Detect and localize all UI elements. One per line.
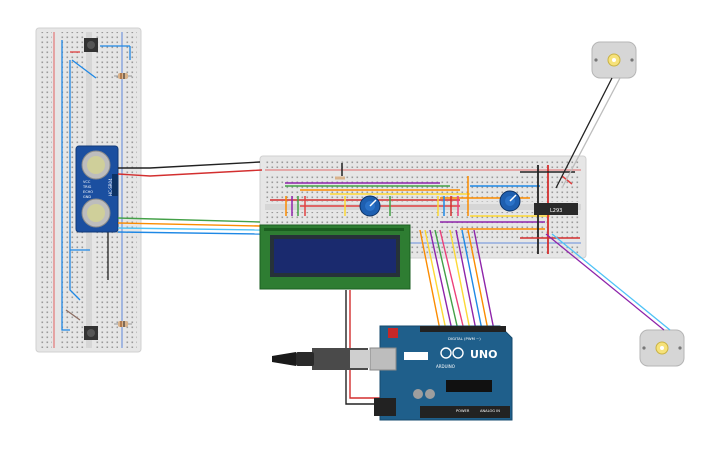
capacitor-2 — [425, 389, 435, 399]
analog-header-label: ANALOG IN — [480, 409, 500, 413]
wires-motors — [545, 77, 671, 331]
digital-header — [420, 326, 506, 332]
ultrasonic-sensor: VCC TRIG ECHO GND HC-SR04 — [75, 145, 119, 233]
chip-label: L293 — [550, 208, 562, 214]
pin-label-gnd: GND — [83, 195, 91, 199]
dc-motor-icon — [639, 329, 685, 367]
atmega-chip — [446, 380, 492, 392]
arduino-infinity-logo — [440, 347, 464, 359]
usb-chip — [404, 352, 428, 360]
potentiometer-left[interactable] — [359, 195, 381, 217]
dc-barrel-jack[interactable] — [374, 398, 396, 416]
pin-label-vcc: VCC — [83, 180, 91, 184]
usb-port[interactable] — [369, 347, 397, 371]
power-header-label: POWER — [456, 409, 470, 413]
wires-vertical-board — [61, 40, 131, 331]
push-button-top[interactable] — [84, 38, 98, 52]
digital-header-label: DIGITAL (PWM ~) — [448, 336, 481, 341]
motor-driver-chip: L293 — [534, 203, 578, 215]
wires-sensor-to-board — [117, 161, 263, 235]
lcd-display — [259, 224, 411, 290]
pin-label-echo: ECHO — [83, 190, 93, 194]
arduino-logo-text: UNO — [470, 348, 498, 361]
resistor-bottom — [114, 321, 132, 327]
resistor-top — [114, 73, 132, 79]
push-button-bottom[interactable] — [84, 326, 98, 340]
reset-button[interactable] — [388, 328, 398, 338]
arduino-uno-board: DIGITAL (PWM ~) UNO ARDUINO POWER ANALOG… — [369, 325, 513, 421]
sensor-model-label: HC-SR04 — [108, 178, 113, 196]
usb-cable — [272, 348, 370, 370]
power-analog-header — [420, 406, 510, 418]
dc-motor-icon — [591, 41, 637, 79]
arduino-brand-text: ARDUINO — [436, 364, 455, 369]
lcd-screen — [274, 239, 396, 273]
potentiometer-right[interactable] — [499, 190, 521, 212]
capacitor-1 — [413, 389, 423, 399]
pin-label-trig: TRIG — [82, 185, 92, 189]
